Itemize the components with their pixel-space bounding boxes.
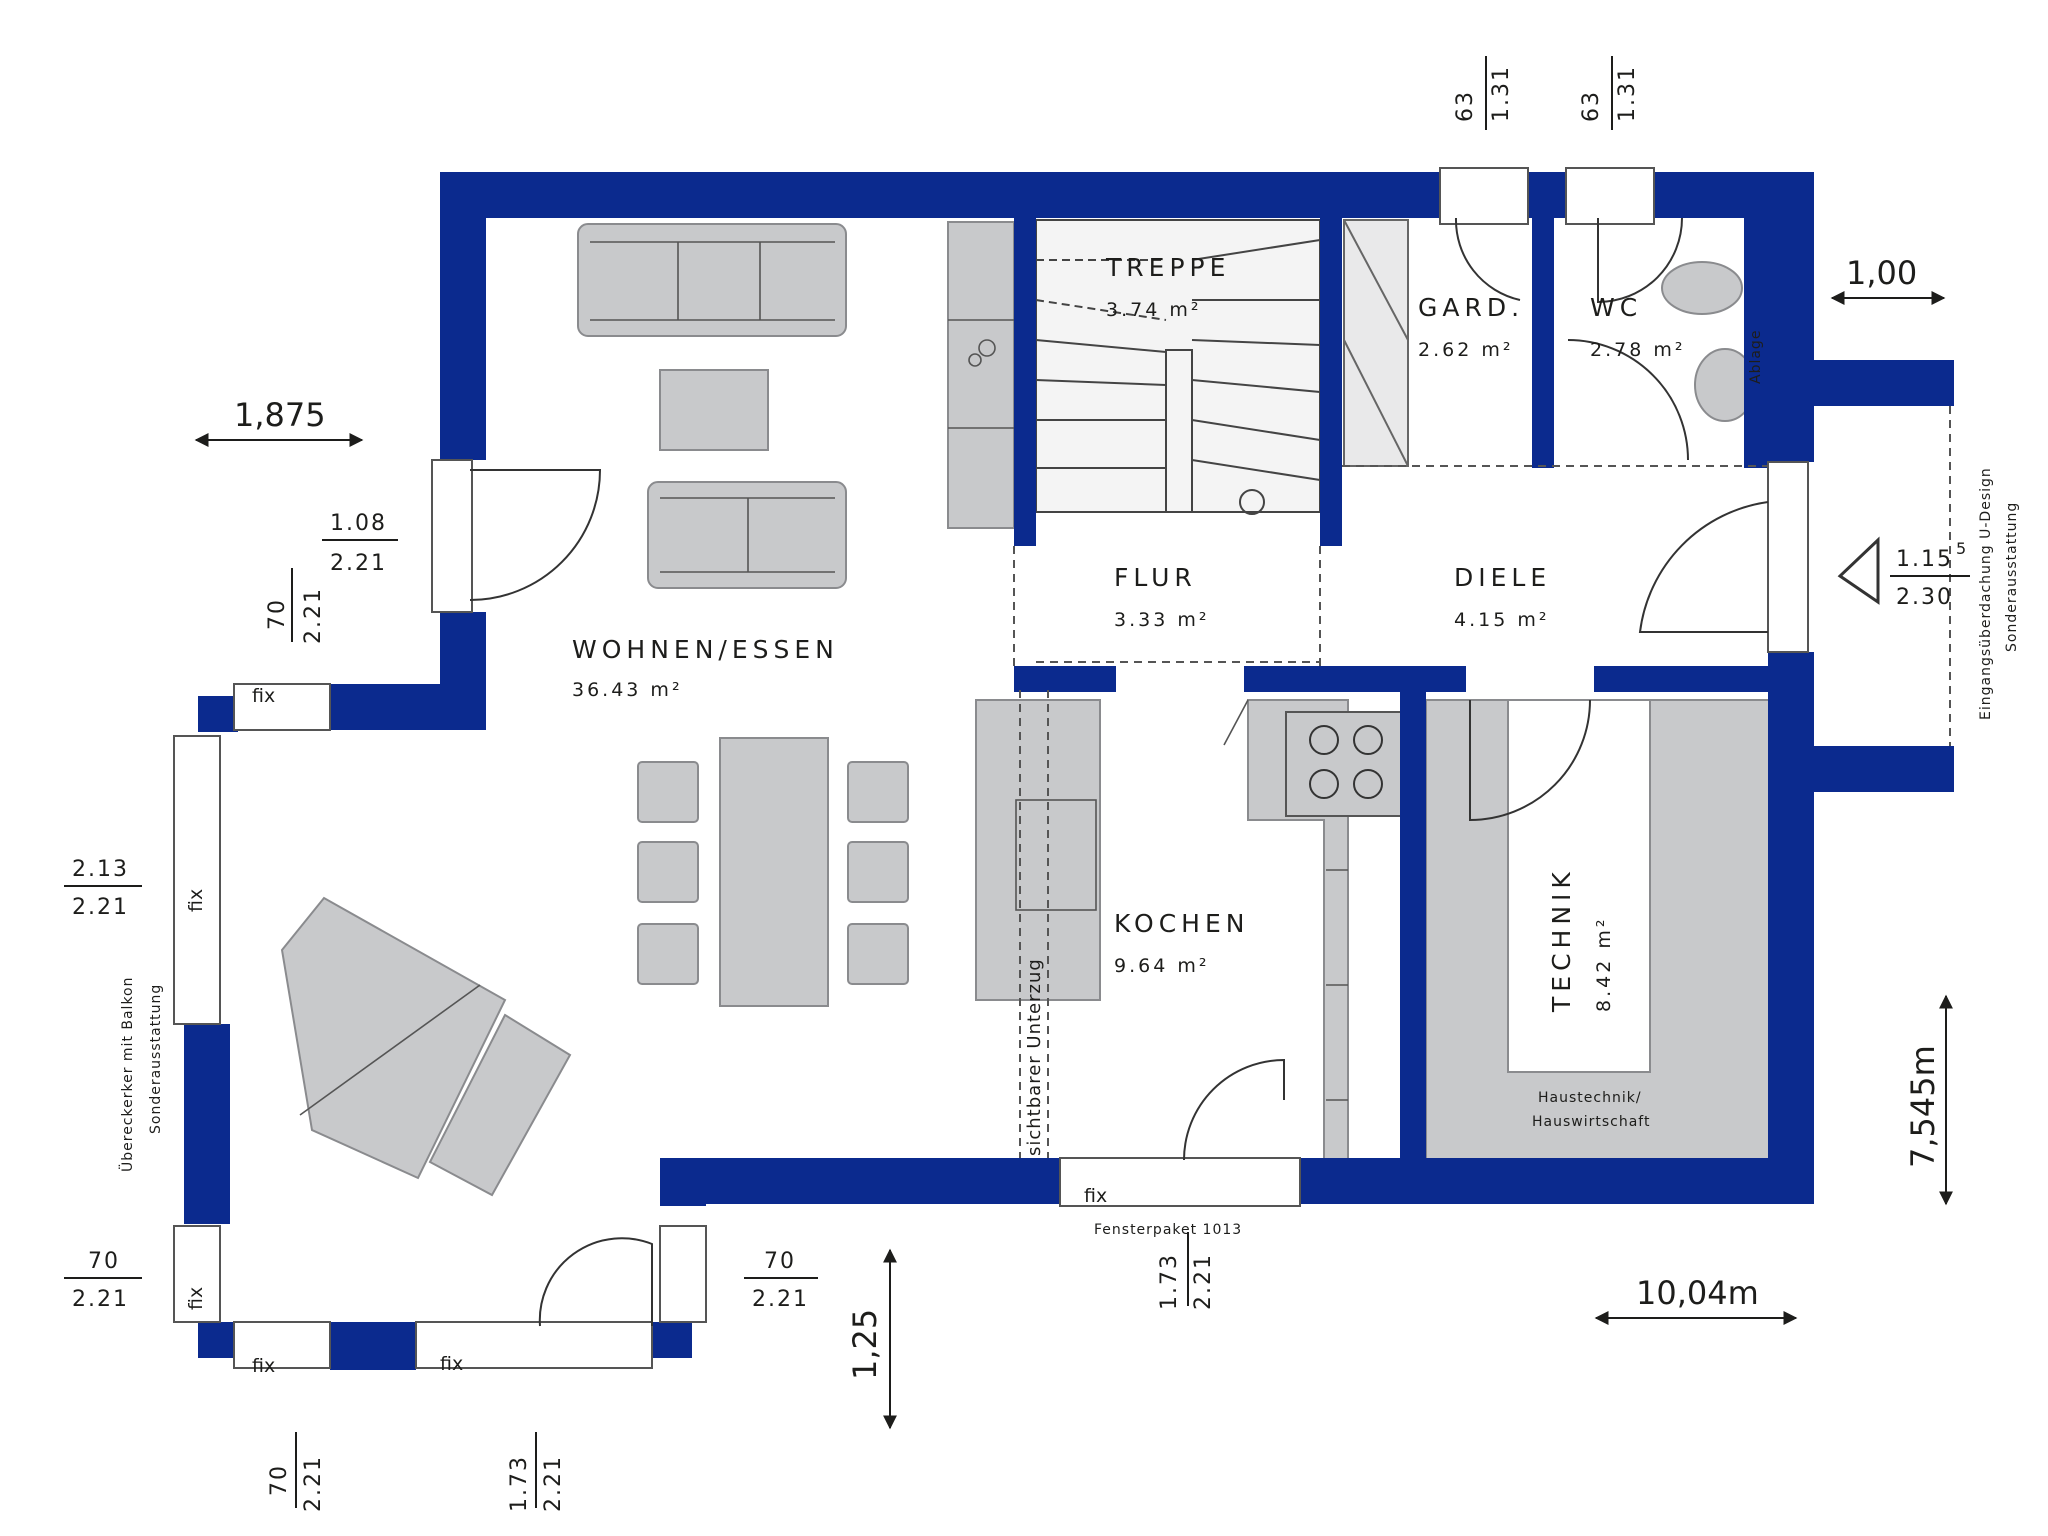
dim-bottom-window-2-top: 1.73 [507,1455,532,1512]
window-bottom-2 [415,1321,653,1369]
dim-window-left-mid-bottom: 2.21 [72,895,129,920]
staircase [1035,219,1321,515]
fix-label: fix [440,1353,463,1375]
room-area-wohnen: 36.43 m² [572,679,683,701]
dim-window-left-upper-bottom: 2.21 [301,587,326,644]
room-name-technik: TECHNIK [1547,867,1576,1013]
dim-window-left-upper-top: 70 [265,598,290,630]
window-bottom-right [659,1225,707,1323]
dim-depth-total: 7,545m [1904,1045,1942,1168]
room-name-kochen: KOCHEN [1114,909,1249,938]
piano-bench [428,1013,572,1197]
fix-label: fix [252,1355,275,1377]
dim-window-bottom-right-bottom: 2.21 [752,1287,809,1312]
room-name-diele: DIELE [1454,563,1551,592]
room-name-treppe: TREPPE [1105,253,1230,282]
dim-window-left-mid-top: 2.13 [72,857,129,882]
room-area-technik: 8.42 m² [1593,917,1615,1012]
fix-label: fix [185,889,207,912]
dim-kitchen-window-top: 1.73 [1157,1253,1182,1310]
fix-label: fix [252,685,275,707]
kitchen-island [975,699,1101,1001]
furniture [280,221,1771,1197]
label-erker-1: Übereckerker mit Balkon [118,977,136,1173]
dim-overhang-left: 1,875 [234,396,326,434]
room-name-wohnen: WOHNEN/ESSEN [572,635,839,664]
window-left-mid [173,735,221,1025]
dim-bottom-window-1-top: 70 [267,1464,292,1496]
dim-entrance-top: 1.15 [1896,547,1953,572]
door-entrance [1767,461,1809,653]
chair [637,841,699,903]
label-erker-2: Sonderausstattung [148,984,164,1134]
sofa-top [577,223,847,337]
dim-window-bottom-right-top: 70 [764,1249,796,1274]
dim-entrance-sup: 5 [1956,539,1966,558]
dim-width-total: 10,04m [1636,1274,1759,1312]
chair [847,841,909,903]
dim-entrance-bottom: 2.30 [1896,585,1953,610]
label-eingang-1: Eingangsüberdachung U-Design [1978,467,1994,720]
dim-bottom-window-1-bottom: 2.21 [301,1455,326,1512]
label-eingang-2: Sonderausstattung [2004,502,2020,652]
door-swings [469,217,1769,1327]
dim-door-left-top: 1.08 [330,511,387,536]
window-kitchen [1059,1157,1301,1207]
label-fensterpaket: Fensterpaket 1013 [1094,1222,1242,1238]
room-area-treppe: 3.74 m² [1106,299,1201,321]
furniture-details [299,241,1348,1116]
label-unterzug: sichtbarer Unterzug [1024,958,1045,1156]
walls [184,172,1954,1370]
label-haustechnik-1: Haustechnik/ [1538,1090,1642,1106]
dimensions: 63 1.31 63 1.31 1,00 1,875 1.08 2.21 70 … [64,56,1970,1512]
dim-window-left-lower-bottom: 2.21 [72,1287,129,1312]
hall-lines [1013,406,1951,1158]
dim-top-window-2-bottom: 1.31 [1615,65,1640,122]
chair [847,923,909,985]
dim-top-window-1-bottom: 1.31 [1489,65,1514,122]
room-area-kochen: 9.64 m² [1114,955,1209,977]
room-name-flur: FLUR [1114,563,1197,592]
window-top-1 [1439,167,1529,225]
dim-door-left-bottom: 2.21 [330,551,387,576]
room-area-wc: 2.78 m² [1590,339,1685,361]
dim-top-window-1-top: 63 [1453,90,1478,122]
dim-kitchen-window-bottom: 2.21 [1191,1253,1216,1310]
dining-table [719,737,829,1007]
shelf-unit [947,221,1015,529]
window-left-upper [233,683,331,731]
room-name-gard: GARD. [1418,293,1524,322]
fix-label: fix [1084,1185,1107,1207]
dim-window-left-lower-top: 70 [88,1249,120,1274]
grand-piano [280,896,507,1180]
window-bottom-1 [233,1321,331,1369]
coffee-table [659,369,769,451]
room-area-diele: 4.15 m² [1454,609,1549,631]
dim-bottom-window-2-bottom: 2.21 [541,1455,566,1512]
window-top-2 [1565,167,1655,225]
dim-top-window-2-top: 63 [1579,90,1604,122]
room-name-wc: WC [1590,293,1642,322]
stove [1285,711,1407,817]
dim-erker-depth: 1,25 [846,1309,884,1380]
sofa-bottom [647,481,847,589]
window-left-lower [173,1225,221,1323]
annotations: Ablage Haustechnik/ Hauswirtschaft Fenst… [118,330,2020,1377]
fix-label: fix [185,1287,207,1310]
room-area-flur: 3.33 m² [1114,609,1209,631]
windows [173,167,1809,1369]
wardrobe [1343,219,1409,467]
door-left [431,459,473,613]
room-area-gard: 2.62 m² [1418,339,1513,361]
chair [637,761,699,823]
entrance-arrow [1837,536,1880,605]
dim-overhang-right: 1,00 [1846,254,1917,292]
chair [847,761,909,823]
label-haustechnik-2: Hauswirtschaft [1532,1114,1650,1130]
room-labels: TREPPE 3.74 m² GARD. 2.62 m² WC 2.78 m² … [572,253,1685,1013]
toilet [1661,261,1743,315]
label-ablage: Ablage [1748,330,1764,384]
chair [637,923,699,985]
